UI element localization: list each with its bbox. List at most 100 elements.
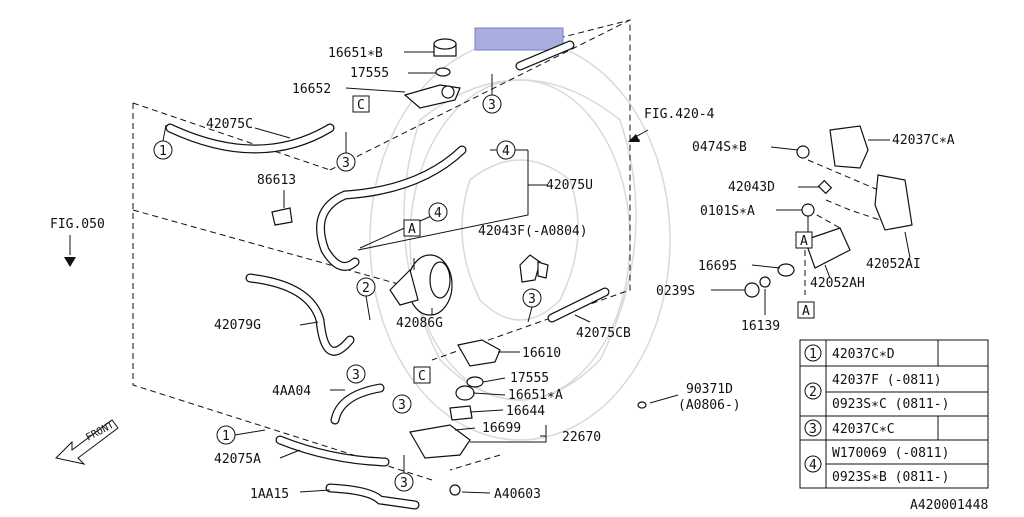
pipe-42075CB[interactable] (547, 287, 610, 323)
valve-16652[interactable] (403, 84, 461, 109)
reference-number: A420001448 (910, 498, 988, 512)
label-c-top: C (357, 98, 365, 113)
callout-3-upper: 3 (336, 132, 356, 172)
box-c-top (352, 95, 370, 113)
label-42052AH: 42052AH (810, 276, 865, 291)
label-42079G: 42079G (214, 318, 261, 333)
clip-42043D[interactable] (817, 179, 833, 195)
legend-2-b: 0923S∗C (0811-) (832, 397, 949, 412)
pipe-top[interactable] (515, 40, 575, 71)
hose-1AA15[interactable] (325, 483, 420, 510)
legend-num-4 (804, 455, 822, 473)
box-a-right-top (795, 231, 813, 249)
label-17555-top: 17555 (350, 66, 389, 81)
arrow-fig420 (628, 129, 649, 142)
callout-3-mid: 3 (522, 288, 542, 323)
label-90371-sub: (A0806-) (678, 398, 741, 413)
legend-num-2 (804, 382, 822, 400)
hose-4AA04[interactable] (330, 383, 385, 425)
hose-42079G[interactable] (245, 273, 355, 356)
label-a-right-top: A (800, 234, 808, 249)
label-1AA15: 1AA15 (250, 487, 289, 502)
legend-4-b: 0923S∗B (0811-) (832, 470, 949, 485)
label-fig420: FIG.420-4 (644, 107, 715, 122)
bracket-42052AH[interactable] (804, 227, 851, 269)
label-fig050: FIG.050 (50, 217, 105, 232)
svg-text:1: 1 (222, 429, 230, 444)
label-17555-bottom: 17555 (510, 371, 549, 386)
valve-22670[interactable] (409, 424, 471, 459)
svg-text:3: 3 (809, 422, 817, 437)
svg-text:2: 2 (362, 281, 370, 296)
bolt-0474S[interactable] (796, 145, 810, 159)
label-42086G: 42086G (396, 316, 443, 331)
label-86613: 86613 (257, 173, 296, 188)
hose-42075U[interactable] (316, 145, 467, 271)
svg-text:4: 4 (502, 144, 510, 159)
label-A40603: A40603 (494, 487, 541, 502)
bracket-16644[interactable] (449, 405, 473, 421)
legend-4-a: W170069 (-0811) (832, 446, 949, 461)
label-16695: 16695 (698, 259, 737, 274)
cap-16651A[interactable] (455, 385, 475, 401)
cap-16651B[interactable] (433, 38, 457, 57)
label-c-bot: C (418, 369, 426, 384)
grommet-16695[interactable] (777, 263, 795, 277)
box-a-right-bot (797, 301, 815, 319)
label-42052AI: 42052AI (866, 257, 921, 272)
label-0239S: 0239S (656, 284, 695, 299)
label-0474S: 0474S∗B (692, 140, 747, 155)
valve-assembly-16610[interactable] (457, 339, 501, 367)
legend-3-a: 42037C∗C (832, 422, 895, 437)
legend-num-3 (804, 419, 822, 437)
label-42043F: 42043F(-A0804) (478, 224, 588, 239)
bolt-0101S[interactable] (801, 203, 815, 235)
front-arrow-icon (54, 419, 119, 465)
callout-3-bottom: 3 (394, 455, 414, 492)
box-c-bot (413, 366, 431, 384)
washer-16139[interactable] (759, 276, 771, 288)
label-42043D: 42043D (728, 180, 775, 195)
hose-42075A[interactable] (275, 435, 390, 467)
label-42075U: 42075U (546, 178, 593, 193)
hose-42075C[interactable] (165, 123, 335, 154)
label-90371: 90371D (686, 382, 733, 397)
label-16651A: 16651∗A (508, 388, 563, 403)
label-16652: 16652 (292, 82, 331, 97)
callout-4-upper: 4 (496, 140, 516, 160)
svg-text:3: 3 (342, 156, 350, 171)
label-16610: 16610 (522, 346, 561, 361)
label-a-mid: A (408, 222, 416, 237)
washer-17555-top[interactable] (435, 67, 451, 77)
callouts: 1 3 3 4 4 2 3 3 3 1 3 (153, 74, 542, 492)
callout-1-lower: 1 (216, 425, 266, 445)
label-16699: 16699 (482, 421, 521, 436)
svg-text:4: 4 (809, 458, 817, 473)
sensor-42043F[interactable] (519, 254, 549, 283)
callout-3-lower: 3 (392, 394, 412, 414)
canister-42086G[interactable] (389, 254, 453, 316)
callout-1-upper: 1 (153, 124, 173, 160)
svg-text:1: 1 (809, 347, 817, 362)
legend-2-a: 42037F (-0811) (832, 373, 942, 388)
nut-0239S[interactable] (744, 282, 760, 298)
svg-text:3: 3 (488, 98, 496, 113)
label-0101S: 0101S∗A (700, 204, 755, 219)
highlight-box[interactable] (474, 27, 564, 51)
bracket-42052AI[interactable] (874, 174, 913, 231)
washer-17555-bottom[interactable] (466, 376, 484, 388)
label-16651B: 16651∗B (328, 46, 383, 61)
bracket-86613[interactable] (271, 207, 293, 226)
bracket-42037CA[interactable] (829, 125, 869, 169)
svg-text:3: 3 (528, 292, 536, 307)
bolt-A40603[interactable] (449, 484, 461, 496)
oring-90371[interactable] (637, 401, 647, 409)
label-a-right-bot: A (802, 304, 810, 319)
label-16644: 16644 (506, 404, 545, 419)
legend-num-1 (804, 344, 822, 362)
arrow-fig050 (64, 235, 76, 267)
svg-text:2: 2 (809, 385, 817, 400)
label-42075A: 42075A (214, 452, 261, 467)
